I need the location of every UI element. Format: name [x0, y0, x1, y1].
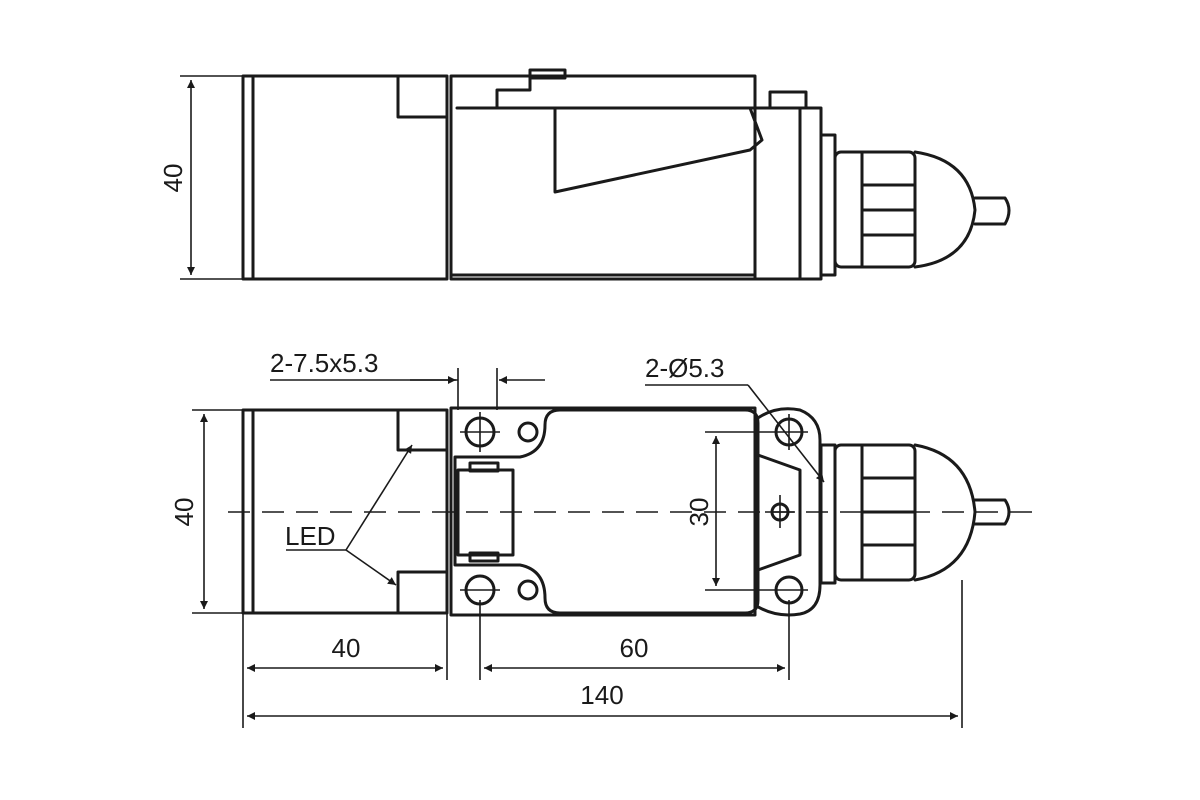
- round-holes-callout: 2-Ø5.3: [645, 353, 725, 383]
- led-leader-lower: [345, 549, 397, 586]
- front-length-dim-text: 40: [332, 633, 361, 663]
- side-label-window: [553, 106, 764, 194]
- top-view: 40 30 2-7.5x5.3 2-Ø5.3 LED 40 60 1: [169, 348, 1040, 728]
- side-height-dim-text: 40: [158, 164, 188, 193]
- top-height-dim-text: 40: [169, 498, 199, 527]
- slot-holes-callout: 2-7.5x5.3: [270, 348, 378, 378]
- hole-spacing-horizontal-dim-text: 60: [620, 633, 649, 663]
- top-inner-cavity: [453, 408, 760, 615]
- overall-length-dim-text: 140: [580, 680, 623, 710]
- side-view: 40: [158, 68, 1011, 281]
- top-cable: [973, 498, 1011, 526]
- side-sensing-head: [241, 74, 449, 281]
- hole-spacing-vertical-dim-text: 30: [684, 498, 714, 527]
- round-hole-leader: [747, 384, 825, 483]
- side-cable: [973, 196, 1011, 226]
- led-callout: LED: [285, 521, 336, 551]
- led-leader-upper: [345, 444, 413, 551]
